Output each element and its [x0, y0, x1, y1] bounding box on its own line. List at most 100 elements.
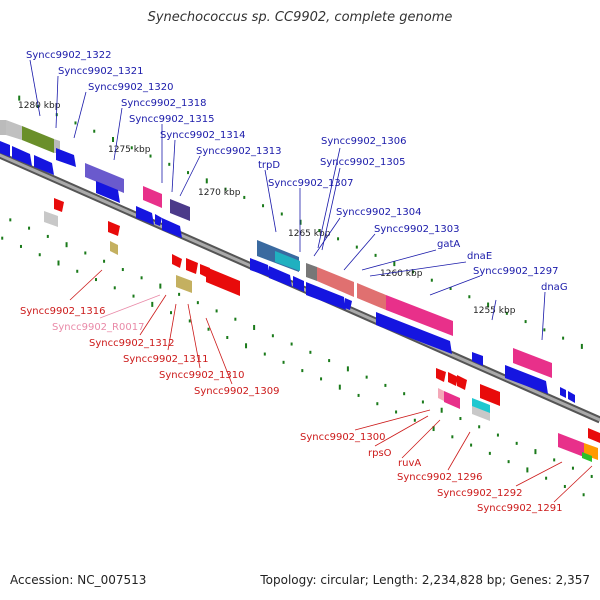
scale-tick: [357, 393, 360, 397]
gene-feature: [44, 211, 58, 227]
gene-feature: [436, 368, 446, 382]
scale-tick: [421, 400, 424, 404]
scale-tick: [328, 359, 331, 363]
scale-tick: [505, 311, 508, 315]
gene-label: Syncc9902_1307: [268, 178, 354, 189]
gene-feature: [56, 148, 76, 167]
top-leader-lines: [29, 59, 546, 341]
gene-label: Syncc9902_1314: [160, 130, 246, 141]
scale-tick: [582, 493, 585, 497]
scale-tick: [19, 244, 22, 248]
gene-feature: [269, 266, 292, 287]
scale-tick: [253, 324, 256, 330]
scale-label: 1260 kbp: [380, 269, 423, 279]
gene-feature: [170, 199, 190, 221]
gene-label: gatA: [437, 239, 460, 250]
scale-tick: [507, 460, 510, 464]
scale-tick: [365, 375, 368, 379]
gene-feature: [162, 218, 182, 238]
scale-tick: [393, 261, 396, 267]
gene-feature: [110, 241, 118, 255]
scale-tick: [1, 236, 4, 240]
scale-tick: [478, 425, 481, 429]
scale-tick: [178, 292, 181, 296]
forward-features: [0, 120, 575, 403]
scale-tick: [299, 219, 302, 225]
gene-feature: [54, 198, 64, 212]
scale-label: 1270 kbp: [198, 188, 241, 198]
scale-tick: [571, 466, 574, 470]
gene-feature: [438, 388, 444, 401]
gene-label: Syncc9902_1312: [89, 338, 175, 349]
scale-tick: [93, 129, 96, 133]
gene-feature: [457, 375, 467, 390]
scale-tick: [430, 278, 433, 282]
gene-feature: [345, 298, 352, 310]
gene-feature: [472, 398, 490, 415]
scale-tick: [413, 418, 416, 422]
scale-tick: [263, 352, 266, 356]
gene-feature: [480, 384, 500, 406]
scale-tick: [395, 410, 398, 414]
gene-label: Syncc9902_1320: [88, 82, 174, 93]
scale-tick: [103, 259, 106, 263]
scale-tick: [205, 178, 208, 184]
scale-tick: [187, 171, 190, 175]
scale-tick: [65, 242, 68, 248]
scale-tick: [562, 336, 565, 340]
gene-label: Syncc9902_1310: [159, 370, 245, 381]
gene-label: Syncc9902_1297: [473, 266, 559, 277]
scale-tick: [207, 327, 210, 331]
gene-label: Syncc9902_1318: [121, 98, 207, 109]
scale-tick: [487, 302, 490, 308]
scale-tick: [346, 366, 349, 372]
scale-tick: [243, 195, 246, 199]
gene-feature: [293, 276, 304, 292]
scale-tick: [121, 268, 124, 272]
scale-tick: [468, 295, 471, 299]
scale-tick: [524, 320, 527, 324]
gene-feature: [306, 263, 317, 281]
scale-tick: [151, 301, 154, 307]
scale-tick: [301, 369, 304, 373]
gene-label: Syncc9902_1321: [58, 66, 144, 77]
reverse-features: [44, 198, 600, 462]
scale-tick: [28, 226, 31, 230]
gene-feature: [85, 163, 124, 193]
gene-feature: [96, 181, 120, 203]
gene-feature: [136, 206, 154, 225]
gene-label: Syncc9902_1303: [374, 224, 460, 235]
scale-ticks: [1, 95, 593, 497]
scale-tick: [280, 212, 283, 216]
scale-tick: [113, 286, 116, 290]
gene-feature: [6, 120, 22, 140]
gene-feature: [448, 372, 458, 386]
scale-label: 1280 kbp: [18, 101, 61, 111]
scale-tick: [168, 162, 171, 166]
scale-tick: [451, 435, 454, 439]
gene-feature: [275, 251, 300, 271]
gene-feature: [472, 352, 483, 366]
gene-label: Syncc9902_1313: [196, 146, 282, 157]
scale-tick: [515, 441, 518, 445]
gene-feature: [108, 221, 120, 236]
scale-tick: [149, 154, 152, 158]
scale-labels: 1280 kbp 1275 kbp 1270 kbp 1265 kbp 1260…: [18, 101, 516, 316]
scale-tick: [374, 253, 377, 257]
gene-feature: [558, 433, 584, 457]
gene-feature: [582, 452, 592, 462]
scale-tick: [76, 269, 79, 273]
scale-tick: [376, 402, 379, 406]
gene-feature: [513, 348, 552, 378]
topology-text: Topology: circular; Length: 2,234,828 bp…: [260, 573, 590, 587]
scale-tick: [84, 251, 87, 255]
scale-tick: [159, 283, 162, 289]
scale-tick: [470, 443, 473, 447]
scale-tick: [18, 95, 21, 101]
scale-tick: [271, 334, 274, 338]
scale-tick: [459, 417, 462, 421]
scale-tick: [224, 187, 227, 191]
gene-label: Syncc9902_1305: [320, 157, 406, 168]
scale-tick: [140, 276, 143, 280]
